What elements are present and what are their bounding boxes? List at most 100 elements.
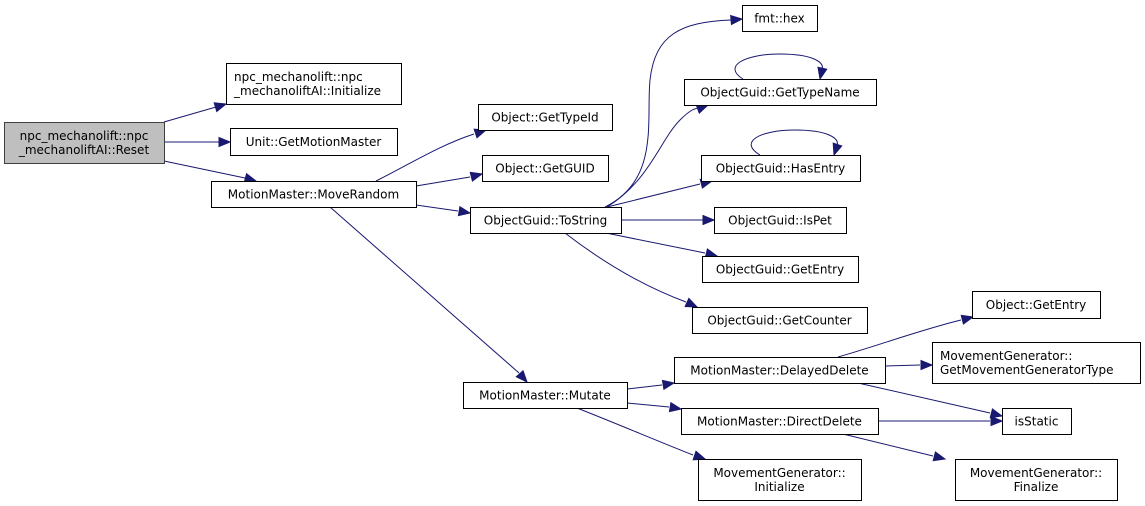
- edge-direct_delete-to-is_static: [878, 415, 1004, 427]
- arrowhead-icon: [990, 415, 1004, 427]
- node-label: fmt::hex: [754, 12, 805, 26]
- node-mutate[interactable]: MotionMaster::Mutate: [463, 382, 628, 409]
- node-label: Object::GetEntry: [986, 298, 1086, 312]
- node-label: Object::GetTypeId: [491, 111, 598, 125]
- edge-line: [576, 407, 694, 456]
- node-label: MovementGenerator::: [970, 466, 1102, 480]
- edge-delayed_delete-to-is_static: [857, 382, 1004, 419]
- edge-direct_delete-to-mg_finalize: [842, 433, 947, 462]
- edge-to_string-to-has_entry: [606, 178, 714, 208]
- node-box[interactable]: [684, 79, 877, 106]
- edge-line: [837, 319, 962, 358]
- node-box[interactable]: [482, 155, 609, 182]
- node-box[interactable]: [470, 207, 622, 234]
- node-label: ObjectGuid::ToString: [484, 214, 607, 228]
- node-object-get-entry[interactable]: Object::GetEntry: [972, 291, 1101, 319]
- edge-to_string-to-is_pet: [621, 214, 716, 226]
- arrowhead-icon: [920, 359, 934, 371]
- node-is-static[interactable]: isStatic: [1002, 408, 1072, 435]
- node-box[interactable]: [932, 342, 1141, 384]
- edge-move_random-to-get_guid: [415, 171, 484, 187]
- node-label: MovementGenerator::: [940, 349, 1072, 363]
- edge-line: [415, 176, 471, 187]
- node-box[interactable]: [674, 357, 886, 384]
- node-label: MotionMaster::DelayedDelete: [690, 364, 868, 378]
- edge-line: [163, 106, 217, 123]
- node-box[interactable]: [230, 128, 398, 156]
- node-label: Finalize: [1014, 480, 1059, 494]
- edge-delayed_delete-to-get_mg_type: [884, 359, 934, 371]
- edge-line: [415, 204, 459, 212]
- node-label: Initialize: [754, 480, 804, 494]
- edge-line: [564, 232, 687, 303]
- node-get-type-id[interactable]: Object::GetTypeId: [478, 104, 613, 131]
- edges-layer: [163, 14, 1004, 462]
- node-direct-delete[interactable]: MotionMaster::DirectDelete: [681, 408, 879, 435]
- edge-line: [884, 364, 921, 367]
- arrowhead-icon: [932, 451, 947, 462]
- node-guid-get-entry[interactable]: ObjectGuid::GetEntry: [702, 256, 859, 283]
- node-box[interactable]: [692, 307, 868, 334]
- edge-line: [750, 129, 838, 156]
- edge-line: [606, 183, 701, 208]
- node-get-counter[interactable]: ObjectGuid::GetCounter: [692, 307, 868, 334]
- edge-line: [163, 160, 246, 179]
- arrowhead-icon: [457, 205, 472, 217]
- edge-has_entry-to-has_entry: [750, 129, 843, 157]
- node-box[interactable]: [955, 459, 1118, 501]
- arrowhead-icon: [469, 171, 484, 182]
- node-box[interactable]: [226, 63, 402, 105]
- edge-to_string-to-get_counter: [564, 232, 699, 308]
- node-get-mg-type[interactable]: MovementGenerator::GetMovementGeneratorT…: [932, 342, 1141, 384]
- node-box[interactable]: [463, 382, 628, 409]
- arrowhead-icon: [960, 314, 975, 325]
- node-label: ObjectGuid::IsPet: [728, 214, 832, 228]
- edge-line: [329, 206, 520, 374]
- node-delayed-delete[interactable]: MotionMaster::DelayedDelete: [674, 357, 886, 384]
- arrowhead-icon: [218, 136, 232, 148]
- node-mg-initialize[interactable]: MovementGenerator::Initialize: [698, 459, 862, 501]
- node-box[interactable]: [972, 291, 1101, 319]
- edge-reset-to-move_random: [163, 160, 258, 184]
- node-mg-finalize[interactable]: MovementGenerator::Finalize: [955, 459, 1118, 501]
- node-box[interactable]: [211, 181, 417, 208]
- node-label: npc_mechanolift::npc: [20, 129, 149, 143]
- node-box[interactable]: [698, 459, 862, 501]
- node-box[interactable]: [1002, 408, 1072, 435]
- node-initialize-ai[interactable]: npc_mechanolift::npc_mechanoliftAI::Init…: [226, 63, 402, 105]
- node-fmt-hex[interactable]: fmt::hex: [742, 5, 818, 32]
- edge-line: [857, 382, 991, 414]
- node-box[interactable]: [714, 207, 847, 234]
- node-label: GetMovementGeneratorType: [940, 363, 1113, 377]
- node-box[interactable]: [701, 155, 861, 182]
- node-box-root[interactable]: [4, 122, 165, 164]
- node-label: ObjectGuid::GetCounter: [707, 314, 851, 328]
- edge-to_string-to-get_type_name: [606, 104, 710, 208]
- arrowhead-icon: [692, 450, 707, 461]
- node-label: ObjectGuid::GetTypeName: [700, 86, 859, 100]
- edge-line: [842, 433, 934, 457]
- node-is-pet[interactable]: ObjectGuid::IsPet: [714, 207, 847, 234]
- node-box[interactable]: [681, 408, 879, 435]
- arrowhead-icon: [213, 102, 228, 113]
- node-to-string[interactable]: ObjectGuid::ToString: [470, 207, 622, 234]
- node-has-entry[interactable]: ObjectGuid::HasEntry: [701, 155, 861, 182]
- node-get-guid[interactable]: Object::GetGUID: [482, 155, 609, 182]
- node-label: MotionMaster::Mutate: [479, 389, 611, 403]
- edge-line: [626, 402, 670, 408]
- node-label: isStatic: [1015, 415, 1059, 429]
- node-label: Unit::GetMotionMaster: [246, 135, 382, 149]
- node-get-motion-master[interactable]: Unit::GetMotionMaster: [230, 128, 398, 156]
- edge-mutate-to-direct_delete: [626, 401, 683, 413]
- edge-delayed_delete-to-object_get_entry: [837, 314, 975, 358]
- edge-line: [604, 19, 732, 208]
- node-box[interactable]: [742, 5, 818, 32]
- node-move-random[interactable]: MotionMaster::MoveRandom: [211, 181, 417, 208]
- node-reset[interactable]: npc_mechanolift::npc_mechanoliftAI::Rese…: [4, 122, 165, 164]
- arrowhead-icon: [817, 66, 828, 81]
- node-box[interactable]: [702, 256, 859, 283]
- node-box[interactable]: [478, 104, 613, 131]
- node-get-type-name[interactable]: ObjectGuid::GetTypeName: [684, 79, 877, 106]
- edge-get_type_name-to-get_type_name: [734, 53, 828, 81]
